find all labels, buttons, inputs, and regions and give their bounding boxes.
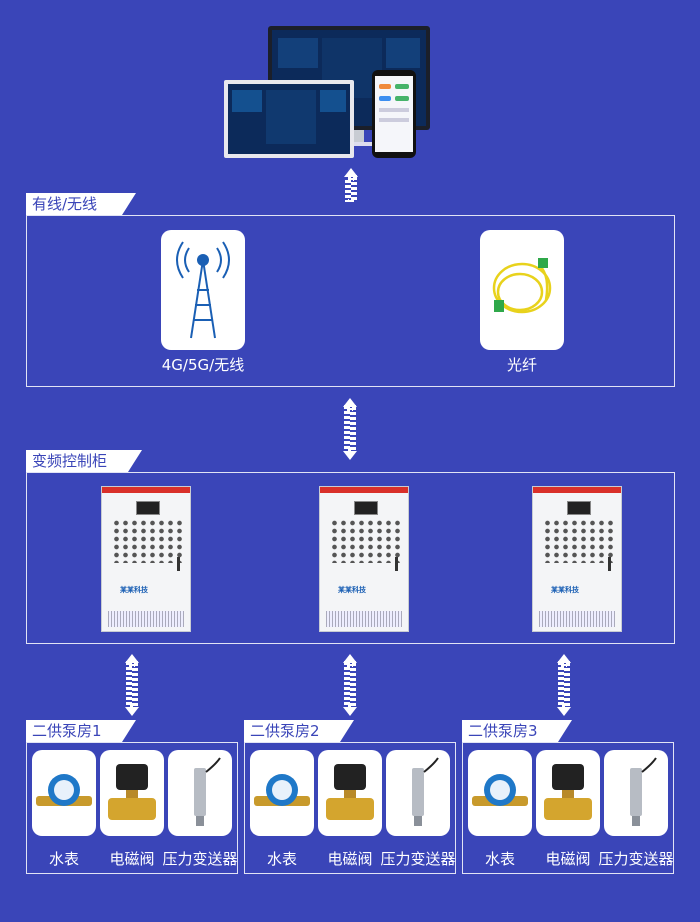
cabinet-logo: 某某科技 [338,586,366,594]
wireless-tower-card [161,230,245,350]
room-2-device-label-3: 压力变送器 [380,850,456,868]
cabinets-section-box [26,472,675,644]
room-1-device-label-3: 压力变送器 [162,850,238,868]
solenoid-valve-card [318,750,382,836]
water-meter-card [250,750,314,836]
fiber-card [480,230,564,350]
water-meter-icon [254,774,310,806]
solenoid-valve-card [536,750,600,836]
network-section-box [26,215,675,387]
water-meter-card [32,750,96,836]
wireless-tower-icon [176,241,230,339]
water-meter-icon [472,774,528,806]
arrow-cabinet-room-1 [125,654,139,716]
solenoid-valve-icon [544,764,592,820]
solenoid-valve-icon [326,764,374,820]
room-1-box [26,742,238,874]
room-2-device-label-2: 电磁阀 [327,850,373,868]
pressure-transmitter-icon [194,757,221,826]
monitoring-screens-illustration [222,24,434,160]
fiber-optic-icon [492,258,552,314]
pressure-transmitter-icon [412,757,439,826]
room-3-tag: 二供泵房3 [462,720,572,742]
control-cabinet-1: 某某科技 [101,486,191,632]
arrow-network-cabinets [343,398,357,460]
room-1-device-label-1: 水表 [48,850,79,868]
control-cabinet-3: 某某科技 [532,486,622,632]
pressure-transmitter-card [604,750,668,836]
room-3-box [462,742,674,874]
room-2-box [244,742,456,874]
cabinets-section-tag: 变频控制柜 [26,450,142,472]
control-cabinet-2: 某某科技 [319,486,409,632]
arrow-cabinet-room-2 [343,654,357,716]
solenoid-valve-icon [108,764,156,820]
room-3-device-label-2: 电磁阀 [545,850,591,868]
room-3-device-label-3: 压力变送器 [598,850,674,868]
fiber-label: 光纤 [506,356,537,374]
room-2-tag: 二供泵房2 [244,720,354,742]
water-meter-card [468,750,532,836]
pressure-transmitter-card [386,750,450,836]
network-section-tag: 有线/无线 [26,193,136,215]
pressure-transmitter-card [168,750,232,836]
room-1-device-label-2: 电磁阀 [109,850,155,868]
room-3-device-label-1: 水表 [484,850,515,868]
cabinet-logo: 某某科技 [120,586,148,594]
solenoid-valve-card [100,750,164,836]
water-meter-icon [36,774,92,806]
room-2-device-label-1: 水表 [266,850,297,868]
pressure-transmitter-icon [630,757,657,826]
arrow-up-to-screens [344,168,358,202]
cabinet-logo: 某某科技 [551,586,579,594]
room-1-tag: 二供泵房1 [26,720,136,742]
arrow-cabinet-room-3 [557,654,571,716]
wireless-label: 4G/5G/无线 [161,356,245,374]
devices-graphic [224,26,430,158]
